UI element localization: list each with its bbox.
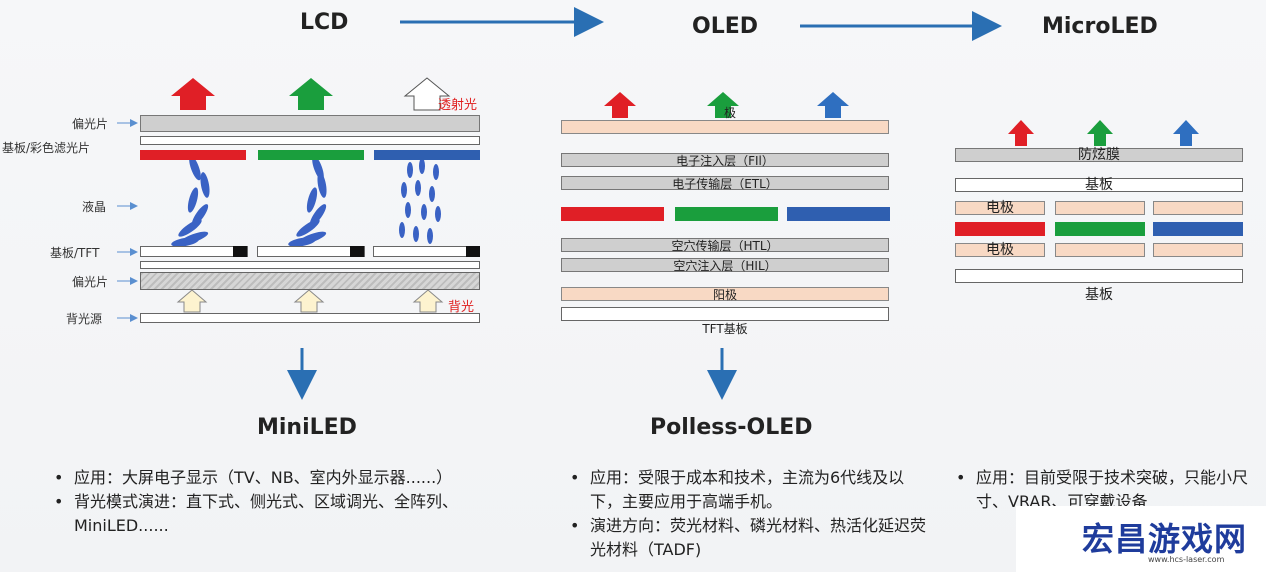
lcd-backlight-source [140,313,480,323]
title-lcd: LCD [300,10,349,35]
logo-watermark [1016,506,1266,572]
microled-electrode-bottom-2 [1055,243,1145,257]
miniled-bullets: 应用：大屏电子显示（TV、NB、室内外显示器......） 背光模式演进：直下式… [50,466,540,538]
microled-electrode-top-2 [1055,201,1145,215]
lcd-green-arrow [289,78,333,110]
oled-cathode-label: 极 [723,106,736,120]
liquid-crystal-left [171,155,210,247]
lcd-filter-green [258,150,364,160]
microled-led-green [1055,222,1145,236]
liquid-crystal-right [399,158,441,244]
microled-electrode-bottom-1 [955,243,1045,257]
microled-green-arrow [1087,120,1113,146]
lcd-red-arrow [171,78,215,110]
label-polarizer-top: 偏光片 [72,117,109,131]
label-backlight-source: 背光源 [66,312,103,326]
microled-electrode-bottom-label: 电极 [986,242,1014,258]
title-microled: MicroLED [1042,14,1158,39]
lcd-substrate-bottom [140,261,480,269]
lcd-backlight-arrow-1 [176,289,208,313]
label-polarizer-bottom: 偏光片 [72,275,109,289]
microled-electrode-top-label: 电极 [986,200,1014,216]
label-substrate-tft: 基板/TFT [50,246,100,260]
lcd-tft-transistor-2 [350,246,364,257]
microled-antiglare [955,148,1243,162]
lcd-polarizer-top [140,115,480,132]
oled-emitter-blue [787,207,890,221]
lcd-tft-cell-3 [373,246,480,257]
lcd-tft-transistor-1 [233,246,247,257]
oled-htl [561,238,889,252]
oled-etl-label: 电子传输层（ETL） [672,177,778,191]
microled-led-blue [1153,222,1243,236]
oled-hil [561,258,889,272]
lcd-backlight-arrow-3 [412,289,444,313]
oled-tft-substrate-label: TFT基板 [702,322,748,336]
backlight-label: 背光 [448,300,475,315]
oled-tft-substrate [561,307,889,321]
oled-eil [561,153,889,167]
title-polless-oled: Polless-OLED [650,415,813,440]
oled-eil-label: 电子注入层（FIl） [676,154,774,168]
lcd-tft-cell-2 [257,246,365,257]
oled-etl [561,176,889,190]
lcd-tft-transistor-3 [466,246,480,257]
microled-substrate-top [955,178,1243,192]
oled-blue-arrow [817,92,849,118]
oled-emitter-green [675,207,778,221]
polless-bullets: 应用：受限于成本和技术，主流为6代线及以下，主要应用于高端手机。 演进方向：荧光… [566,466,936,562]
lcd-white-arrow [403,77,451,111]
oled-anode [561,287,889,301]
bullet-item: 演进方向：荧光材料、磷光材料、热活化延迟荧光材料（TADF) [566,514,936,562]
lcd-filter-blue [374,150,480,160]
title-miniled: MiniLED [257,415,357,440]
oled-htl-label: 空穴传输层（HTL） [671,239,779,253]
oled-anode-label: 阳极 [712,288,737,302]
microled-blue-arrow [1173,120,1199,146]
microled-substrate-bottom [955,269,1243,283]
logo-name: 宏昌游戏网 [1082,520,1248,558]
microled-electrode-top-1 [955,201,1045,215]
lcd-tft-cell-1 [140,246,248,257]
lcd-substrate-top [140,136,480,145]
oled-red-arrow [604,92,636,118]
title-oled: OLED [692,14,759,39]
lcd-backlight-arrow-2 [293,289,325,313]
bullet-item: 应用：大屏电子显示（TV、NB、室内外显示器......） [50,466,540,490]
bullet-item: 应用：受限于成本和技术，主流为6代线及以下，主要应用于高端手机。 [566,466,936,514]
lcd-filter-red [140,150,246,160]
microled-electrode-top-3 [1153,201,1243,215]
liquid-crystal-middle [288,155,327,247]
transmitted-light-label: 透射光 [438,98,478,113]
microled-red-arrow [1008,120,1034,146]
oled-emitter-red [561,207,664,221]
lcd-polarizer-bottom [140,272,480,290]
microled-substrate-bottom-label: 基板 [1085,287,1113,303]
label-liquid-crystal: 液晶 [82,200,107,214]
microled-antiglare-label: 防炫膜 [1078,147,1120,163]
microled-led-red [955,222,1045,236]
oled-green-arrow [707,92,739,118]
bullet-item: 背光模式演进：直下式、侧光式、区域调光、全阵列、MiniLED...... [50,490,540,538]
label-substrate-filter: 基板/彩色滤光片 [2,141,91,155]
microled-substrate-top-label: 基板 [1085,177,1113,193]
microled-electrode-bottom-3 [1153,243,1243,257]
logo-url: www.hcs-laser.com [1148,555,1225,564]
oled-hil-label: 空穴注入层（HIL） [673,259,777,273]
oled-cathode [561,120,889,134]
